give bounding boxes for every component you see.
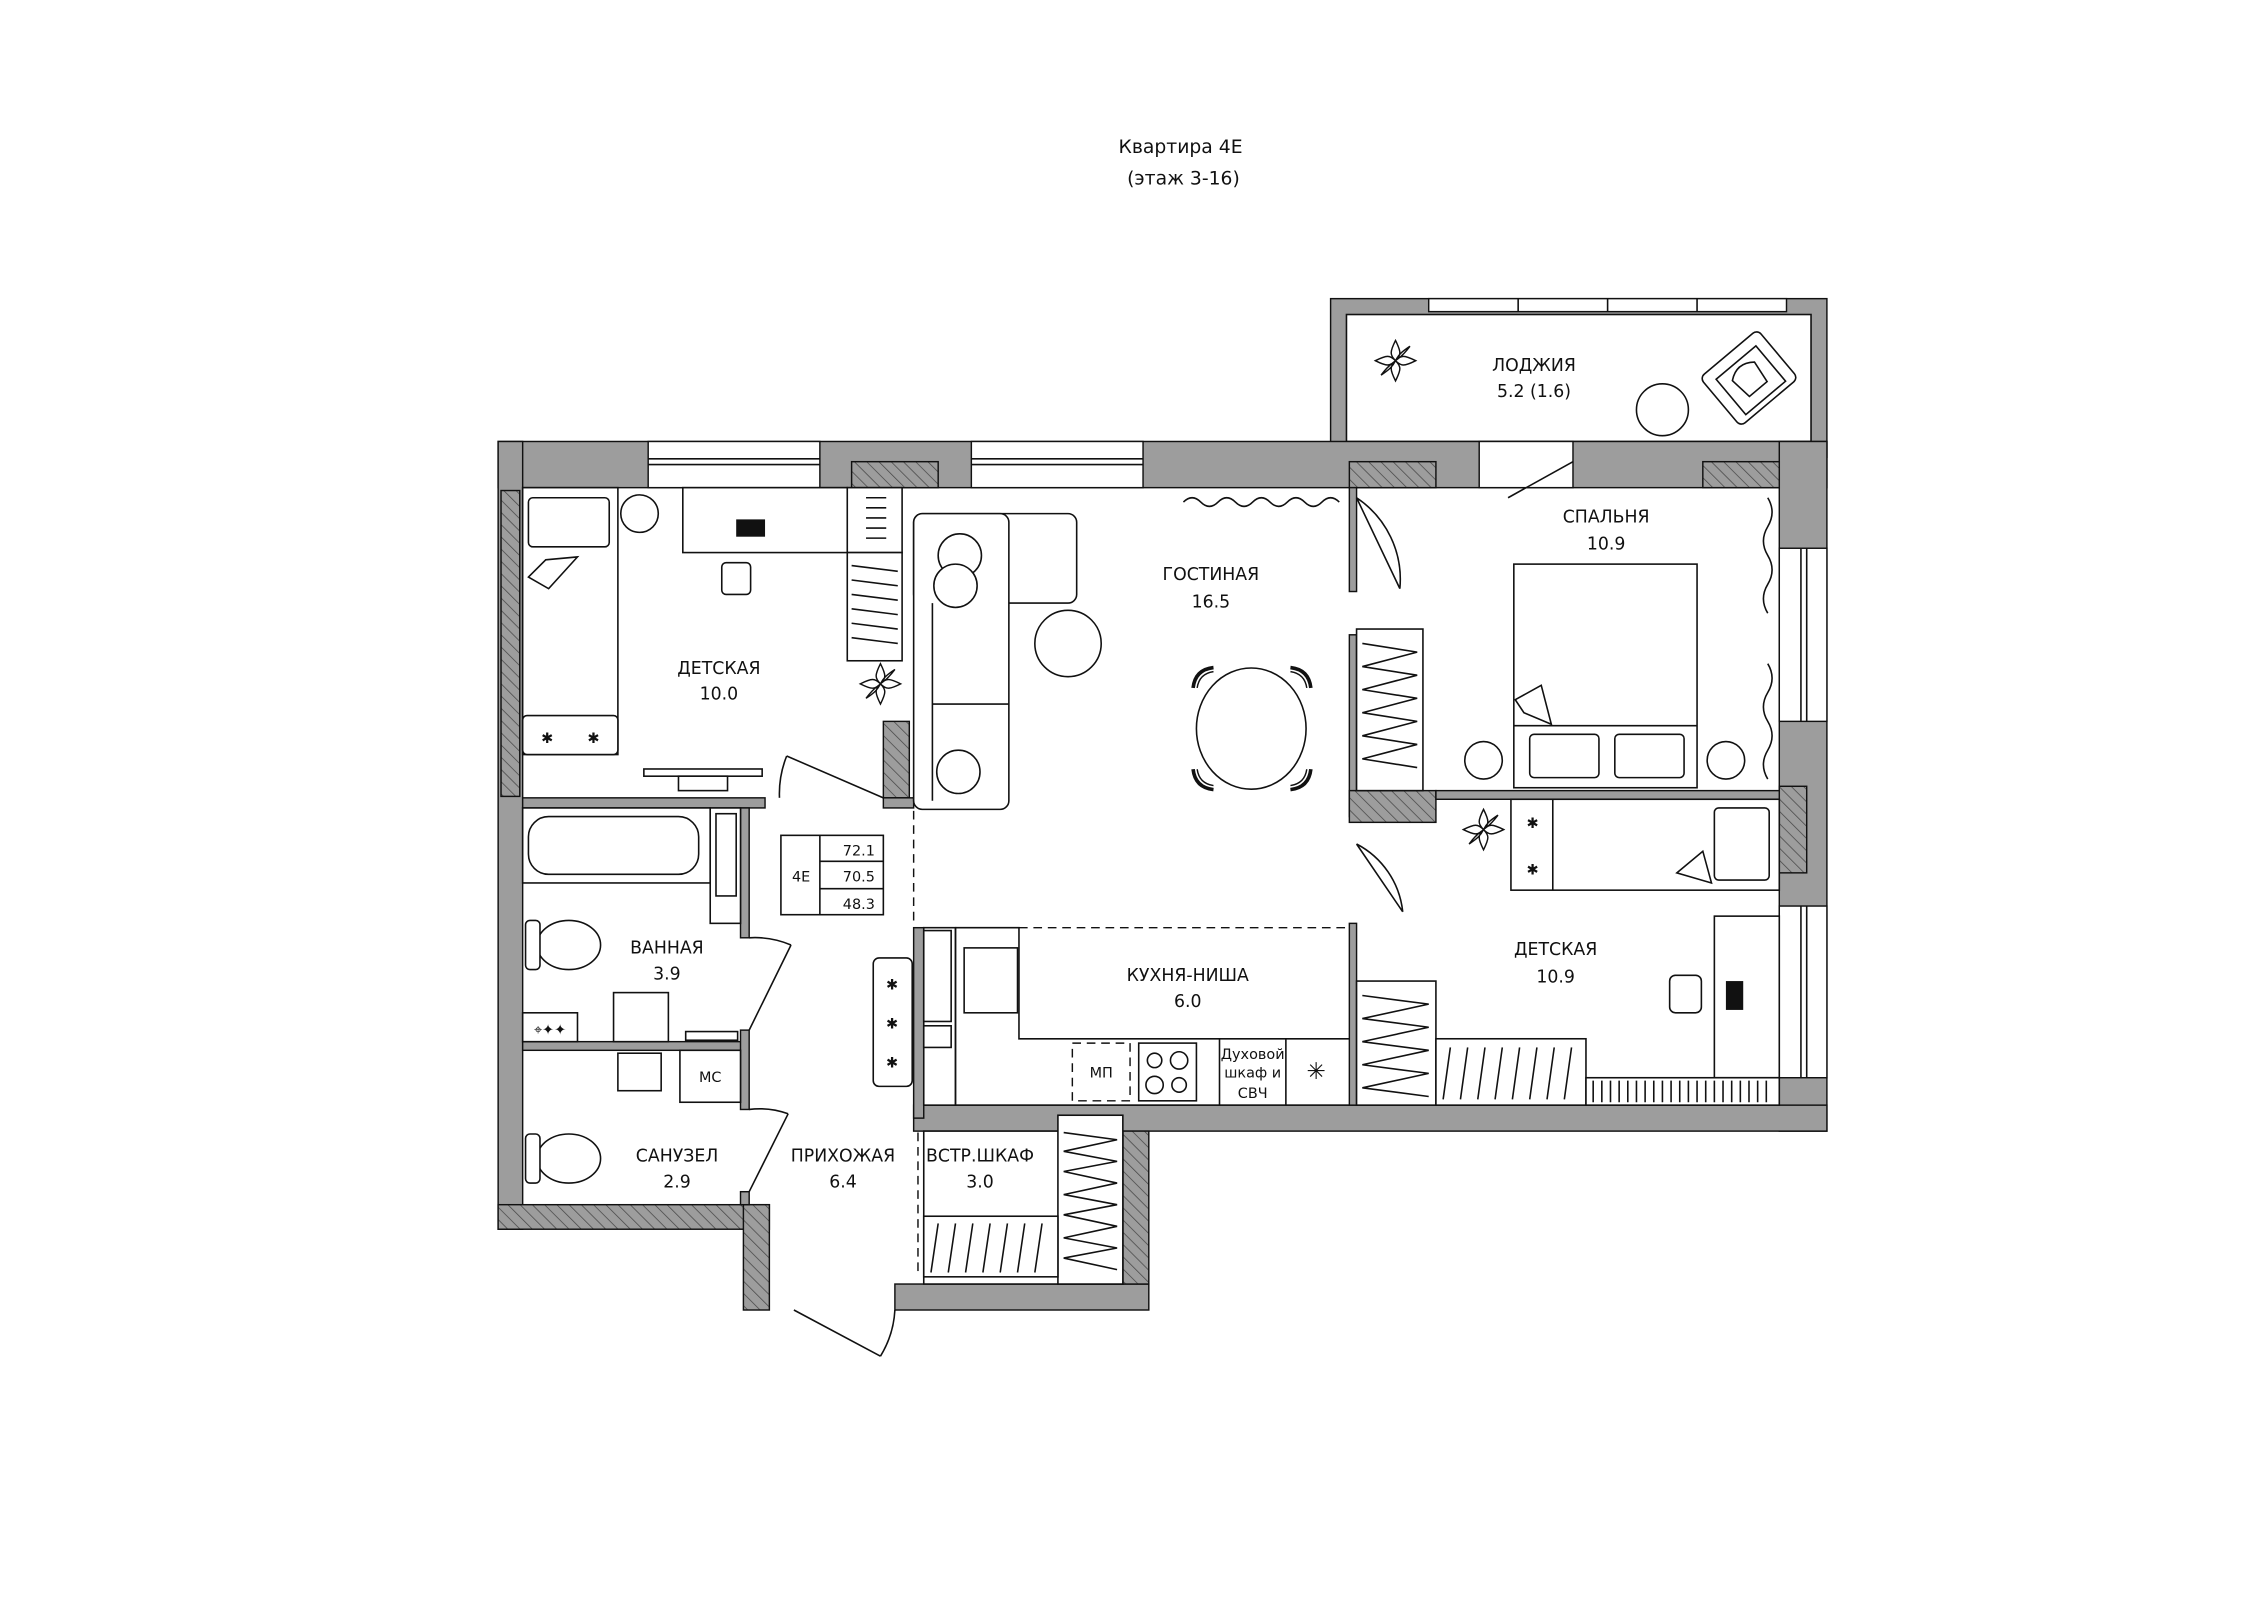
- svg-text:⌖✦✦: ⌖✦✦: [534, 1022, 566, 1038]
- svg-text:✱: ✱: [587, 731, 599, 747]
- kids-room-1: ✱ ✱ ДЕТСКАЯ 10.0: [521, 486, 903, 792]
- kitchen-area: 6.0: [1174, 992, 1202, 1012]
- svg-text:✱: ✱: [1527, 862, 1539, 878]
- closet-area: 3.0: [966, 1172, 994, 1192]
- oven-label-3: СВЧ: [1238, 1086, 1268, 1102]
- desk: [1713, 915, 1781, 1079]
- extractor-icon: ✳: [1306, 1059, 1325, 1085]
- pillow: [527, 496, 611, 548]
- title-apartment: Квартира 4Е: [1119, 137, 1243, 158]
- window: [1778, 905, 1828, 1079]
- living-area: 16.5: [1192, 592, 1231, 612]
- living-area: 48.3: [843, 897, 875, 913]
- hall: ПРИХОЖАЯ 6.4 ВСТР.ШКАФ 3.0: [791, 1114, 1124, 1285]
- wc: МС САНУЗЕЛ 2.9: [524, 1049, 742, 1192]
- walls: [497, 440, 1828, 1311]
- area-without-loggia: 70.5: [843, 870, 875, 886]
- loggia: ЛОДЖИЯ 5.2 (1.6): [1329, 297, 1828, 459]
- living-room: ГОСТИНАЯ 16.5: [912, 496, 1350, 929]
- hob: [1137, 1042, 1198, 1102]
- toilet: [536, 1133, 602, 1184]
- doors: [748, 460, 1574, 1357]
- washbasin: [612, 991, 670, 1043]
- round-table: [619, 494, 660, 534]
- wardrobe: [1435, 1037, 1587, 1106]
- window: [1778, 547, 1828, 723]
- kids-room-2: ✱ ✱ ДЕТСКАЯ 10.9: [1355, 798, 1781, 1106]
- svg-text:✱: ✱: [1527, 816, 1539, 832]
- loggia-name: ЛОДЖИЯ: [1492, 356, 1576, 376]
- wc-name: САНУЗЕЛ: [636, 1146, 718, 1166]
- kids1-area: 10.0: [700, 685, 739, 705]
- washing-machine: [679, 1049, 742, 1104]
- bedroom: СПАЛЬНЯ 10.9: [1355, 497, 1773, 792]
- svg-text:✱: ✱: [886, 1056, 898, 1072]
- kitchen-name: КУХНЯ-НИША: [1127, 966, 1249, 986]
- washbasin: [617, 1052, 662, 1092]
- oven-label-2: шкаф и: [1224, 1066, 1281, 1082]
- kids2-name: ДЕТСКАЯ: [1514, 940, 1597, 960]
- plant-icon: [1462, 808, 1505, 851]
- sink: [963, 947, 1019, 1014]
- living-name: ГОСТИНАЯ: [1163, 565, 1260, 585]
- desk-chair: [720, 561, 752, 596]
- title-floors: (этаж 3-16): [1127, 169, 1240, 190]
- armchair: [1701, 331, 1797, 425]
- loggia-area: 5.2 (1.6): [1497, 382, 1571, 402]
- kids1-name: ДЕТСКАЯ: [677, 659, 760, 679]
- area-summary-table: 4Е 72.1 70.5 48.3: [780, 834, 885, 916]
- kitchen: МП Духовой шкаф и СВЧ ✳ ✱ ✱ ✱ КУХНЯ-НИША 6…: [872, 926, 1350, 1106]
- plant-icon: [859, 662, 902, 705]
- total-area: 72.1: [843, 844, 875, 860]
- bath-area: 3.9: [653, 965, 681, 985]
- bedroom-area: 10.9: [1587, 535, 1626, 555]
- coffee-table: [1034, 609, 1102, 678]
- balcony-door: [1478, 440, 1574, 489]
- svg-text:✱: ✱: [886, 1017, 898, 1033]
- ms-label: МС: [699, 1070, 722, 1086]
- fridge: [922, 929, 952, 1023]
- plan-title: Квартира 4Е (этаж 3-16): [1119, 137, 1243, 190]
- kids2-area: 10.9: [1536, 968, 1575, 988]
- svg-text:✱: ✱: [541, 731, 553, 747]
- hall-area: 6.4: [829, 1172, 857, 1192]
- desk-chair: [1668, 974, 1703, 1014]
- svg-text:✱: ✱: [886, 978, 898, 994]
- toilet: [536, 919, 602, 971]
- bath-name: ВАННАЯ: [630, 939, 704, 959]
- dining-table: [1195, 667, 1307, 790]
- dishwasher-label: МП: [1090, 1066, 1113, 1082]
- bathroom: ⌖✦✦ ВАННАЯ 3.9: [521, 807, 742, 1043]
- closet-name: ВСТР.ШКАФ: [926, 1146, 1034, 1166]
- bedroom-name: СПАЛЬНЯ: [1563, 507, 1650, 527]
- oven-label-1: Духовой: [1221, 1047, 1285, 1063]
- laptop-icon: [736, 519, 766, 537]
- laptop-icon: [1725, 981, 1744, 1010]
- shoe-cabinet: [872, 957, 913, 1088]
- wc-area: 2.9: [663, 1172, 691, 1192]
- wardrobe: [922, 1215, 1059, 1278]
- hall-name: ПРИХОЖАЯ: [791, 1146, 895, 1166]
- apartment-code: 4Е: [792, 870, 810, 886]
- round-table: [1635, 382, 1690, 437]
